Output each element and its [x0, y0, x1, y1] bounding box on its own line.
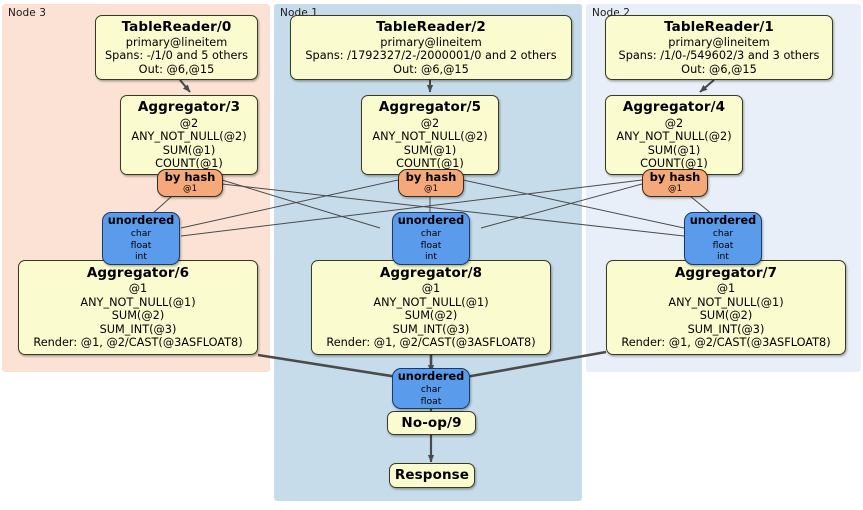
node-line: Out: @6,@15 [393, 62, 469, 76]
node-line: Render: @1, @2/CAST(@3ASFLOAT8) [621, 336, 831, 350]
node-title: TableReader/1 [664, 18, 774, 35]
node-aggregator-6[interactable]: Aggregator/6 @1 ANY_NOT_NULL(@1) SUM(@2)… [18, 260, 258, 355]
node-aggregator-4[interactable]: Aggregator/4 @2 ANY_NOT_NULL(@2) SUM(@1)… [605, 95, 743, 175]
stream-line: int [135, 251, 147, 263]
node-line: Render: @1, @2/CAST(@3ASFLOAT8) [326, 336, 536, 350]
node-title: Aggregator/7 [674, 265, 778, 282]
node-title: Aggregator/8 [379, 265, 483, 282]
node-title: Aggregator/6 [86, 265, 190, 282]
node-line: ANY_NOT_NULL(@2) [616, 130, 732, 144]
stream-title: unordered [107, 214, 175, 228]
node-line: SUM(@1) [647, 143, 701, 157]
router-title: by hash [649, 170, 701, 185]
stream-line: int [425, 251, 437, 263]
node-line: SUM_INT(@3) [392, 322, 470, 336]
stream-line: float [130, 239, 152, 251]
panel-label-node-3: Node 3 [8, 7, 47, 19]
stream-line: char [130, 228, 152, 240]
stream-unordered-final[interactable]: unordered char float [392, 368, 470, 409]
node-noop-9[interactable]: No-op/9 [387, 411, 476, 435]
node-tablereader-1[interactable]: TableReader/1 primary@lineitem Spans: /1… [605, 15, 833, 80]
node-line: ANY_NOT_NULL(@1) [80, 295, 196, 309]
node-line: SUM(@2) [699, 309, 753, 323]
node-line: @1 [716, 282, 736, 296]
node-title: Response [394, 467, 470, 484]
stream-line: char [420, 228, 442, 240]
router-line: @1 [182, 184, 198, 195]
node-line: Spans: /1/0-/549602/3 and 3 others [618, 49, 820, 63]
node-title: Aggregator/4 [622, 99, 726, 116]
node-line: ANY_NOT_NULL(@2) [372, 130, 488, 144]
node-line: @1 [128, 282, 148, 296]
stream-unordered-mid[interactable]: unordered char float int [392, 212, 470, 265]
node-line: primary@lineitem [125, 35, 228, 49]
node-line: COUNT(@1) [155, 157, 223, 171]
node-tablereader-0[interactable]: TableReader/0 primary@lineitem Spans: -/… [95, 15, 258, 80]
node-title: TableReader/2 [376, 18, 486, 35]
router-by-hash-mid[interactable]: by hash @1 [398, 169, 464, 197]
stream-unordered-right[interactable]: unordered char float int [684, 212, 762, 265]
stream-line: float [420, 239, 442, 251]
node-line: SUM(@2) [404, 309, 458, 323]
node-title: TableReader/0 [121, 18, 232, 35]
node-line: @2 [179, 116, 199, 130]
node-response[interactable]: Response [389, 463, 475, 488]
node-line: ANY_NOT_NULL(@1) [373, 295, 489, 309]
node-title: Aggregator/5 [378, 99, 482, 116]
router-by-hash-left[interactable]: by hash @1 [157, 169, 223, 197]
node-line: COUNT(@1) [396, 157, 464, 171]
stream-line: float [712, 239, 734, 251]
node-line: SUM(@1) [403, 143, 457, 157]
router-line: @1 [667, 184, 683, 195]
node-line: primary@lineitem [668, 35, 770, 49]
node-line: ANY_NOT_NULL(@1) [668, 295, 784, 309]
node-line: Spans: -/1/0 and 5 others [105, 49, 248, 63]
router-by-hash-right[interactable]: by hash @1 [642, 169, 708, 197]
node-tablereader-2[interactable]: TableReader/2 primary@lineitem Spans: /1… [290, 15, 572, 80]
router-title: by hash [164, 170, 216, 185]
router-line: @1 [423, 184, 439, 195]
stream-title: unordered [397, 369, 465, 383]
node-line: SUM_INT(@3) [687, 322, 765, 336]
stream-line: int [717, 251, 729, 263]
node-line: COUNT(@1) [640, 157, 708, 171]
stream-line: char [420, 384, 442, 396]
node-aggregator-7[interactable]: Aggregator/7 @1 ANY_NOT_NULL(@1) SUM(@2)… [606, 260, 846, 355]
node-line: Render: @1, @2/CAST(@3ASFLOAT8) [33, 336, 243, 350]
node-line: Out: @6,@15 [138, 62, 215, 76]
stream-title: unordered [397, 214, 465, 228]
node-aggregator-8[interactable]: Aggregator/8 @1 ANY_NOT_NULL(@1) SUM(@2)… [311, 260, 551, 355]
node-line: Out: @6,@15 [681, 62, 757, 76]
node-line: @2 [420, 116, 440, 130]
node-line: SUM(@2) [111, 309, 165, 323]
node-line: @2 [664, 116, 684, 130]
node-title: Aggregator/3 [137, 99, 241, 116]
node-aggregator-3[interactable]: Aggregator/3 @2 ANY_NOT_NULL(@2) SUM(@1)… [120, 95, 258, 175]
router-title: by hash [405, 170, 457, 185]
stream-unordered-left[interactable]: unordered char float int [102, 212, 180, 265]
node-aggregator-5[interactable]: Aggregator/5 @2 ANY_NOT_NULL(@2) SUM(@1)… [361, 95, 499, 175]
node-line: primary@lineitem [380, 35, 482, 49]
stream-line: float [420, 395, 442, 407]
node-line: Spans: /1792327/2-/2000001/0 and 2 other… [305, 49, 557, 63]
node-line: SUM(@1) [162, 143, 216, 157]
node-title: No-op/9 [401, 414, 462, 431]
node-line: @1 [421, 282, 441, 296]
node-line: SUM_INT(@3) [99, 322, 177, 336]
stream-title: unordered [689, 214, 757, 228]
stream-line: char [712, 228, 734, 240]
node-line: ANY_NOT_NULL(@2) [131, 130, 247, 144]
